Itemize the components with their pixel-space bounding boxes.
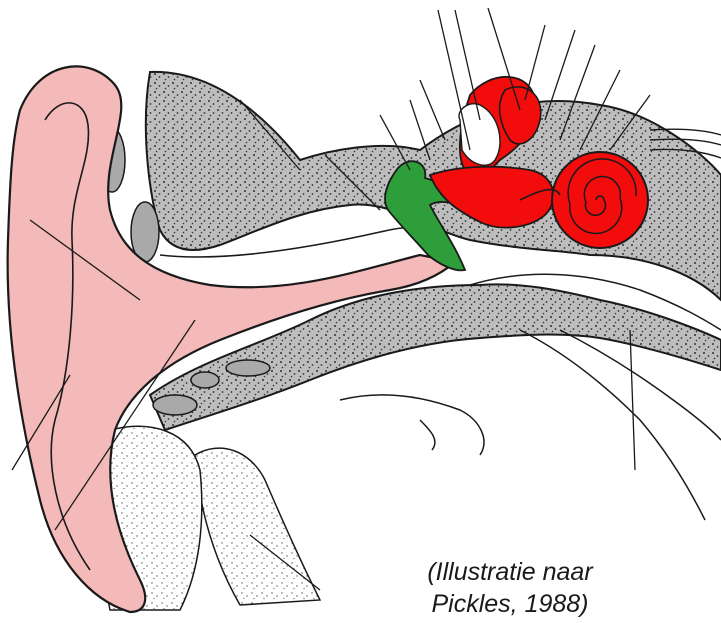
caption-line-2: Pickles, 1988) (360, 588, 660, 620)
bone-cavity (153, 395, 197, 415)
bone-cavity (226, 360, 270, 376)
mastoid-process (195, 448, 320, 605)
bone-cavity (191, 372, 219, 388)
figure-caption: (Illustratie naar Pickles, 1988) (360, 556, 660, 620)
caption-line-1: (Illustratie naar (360, 556, 660, 588)
